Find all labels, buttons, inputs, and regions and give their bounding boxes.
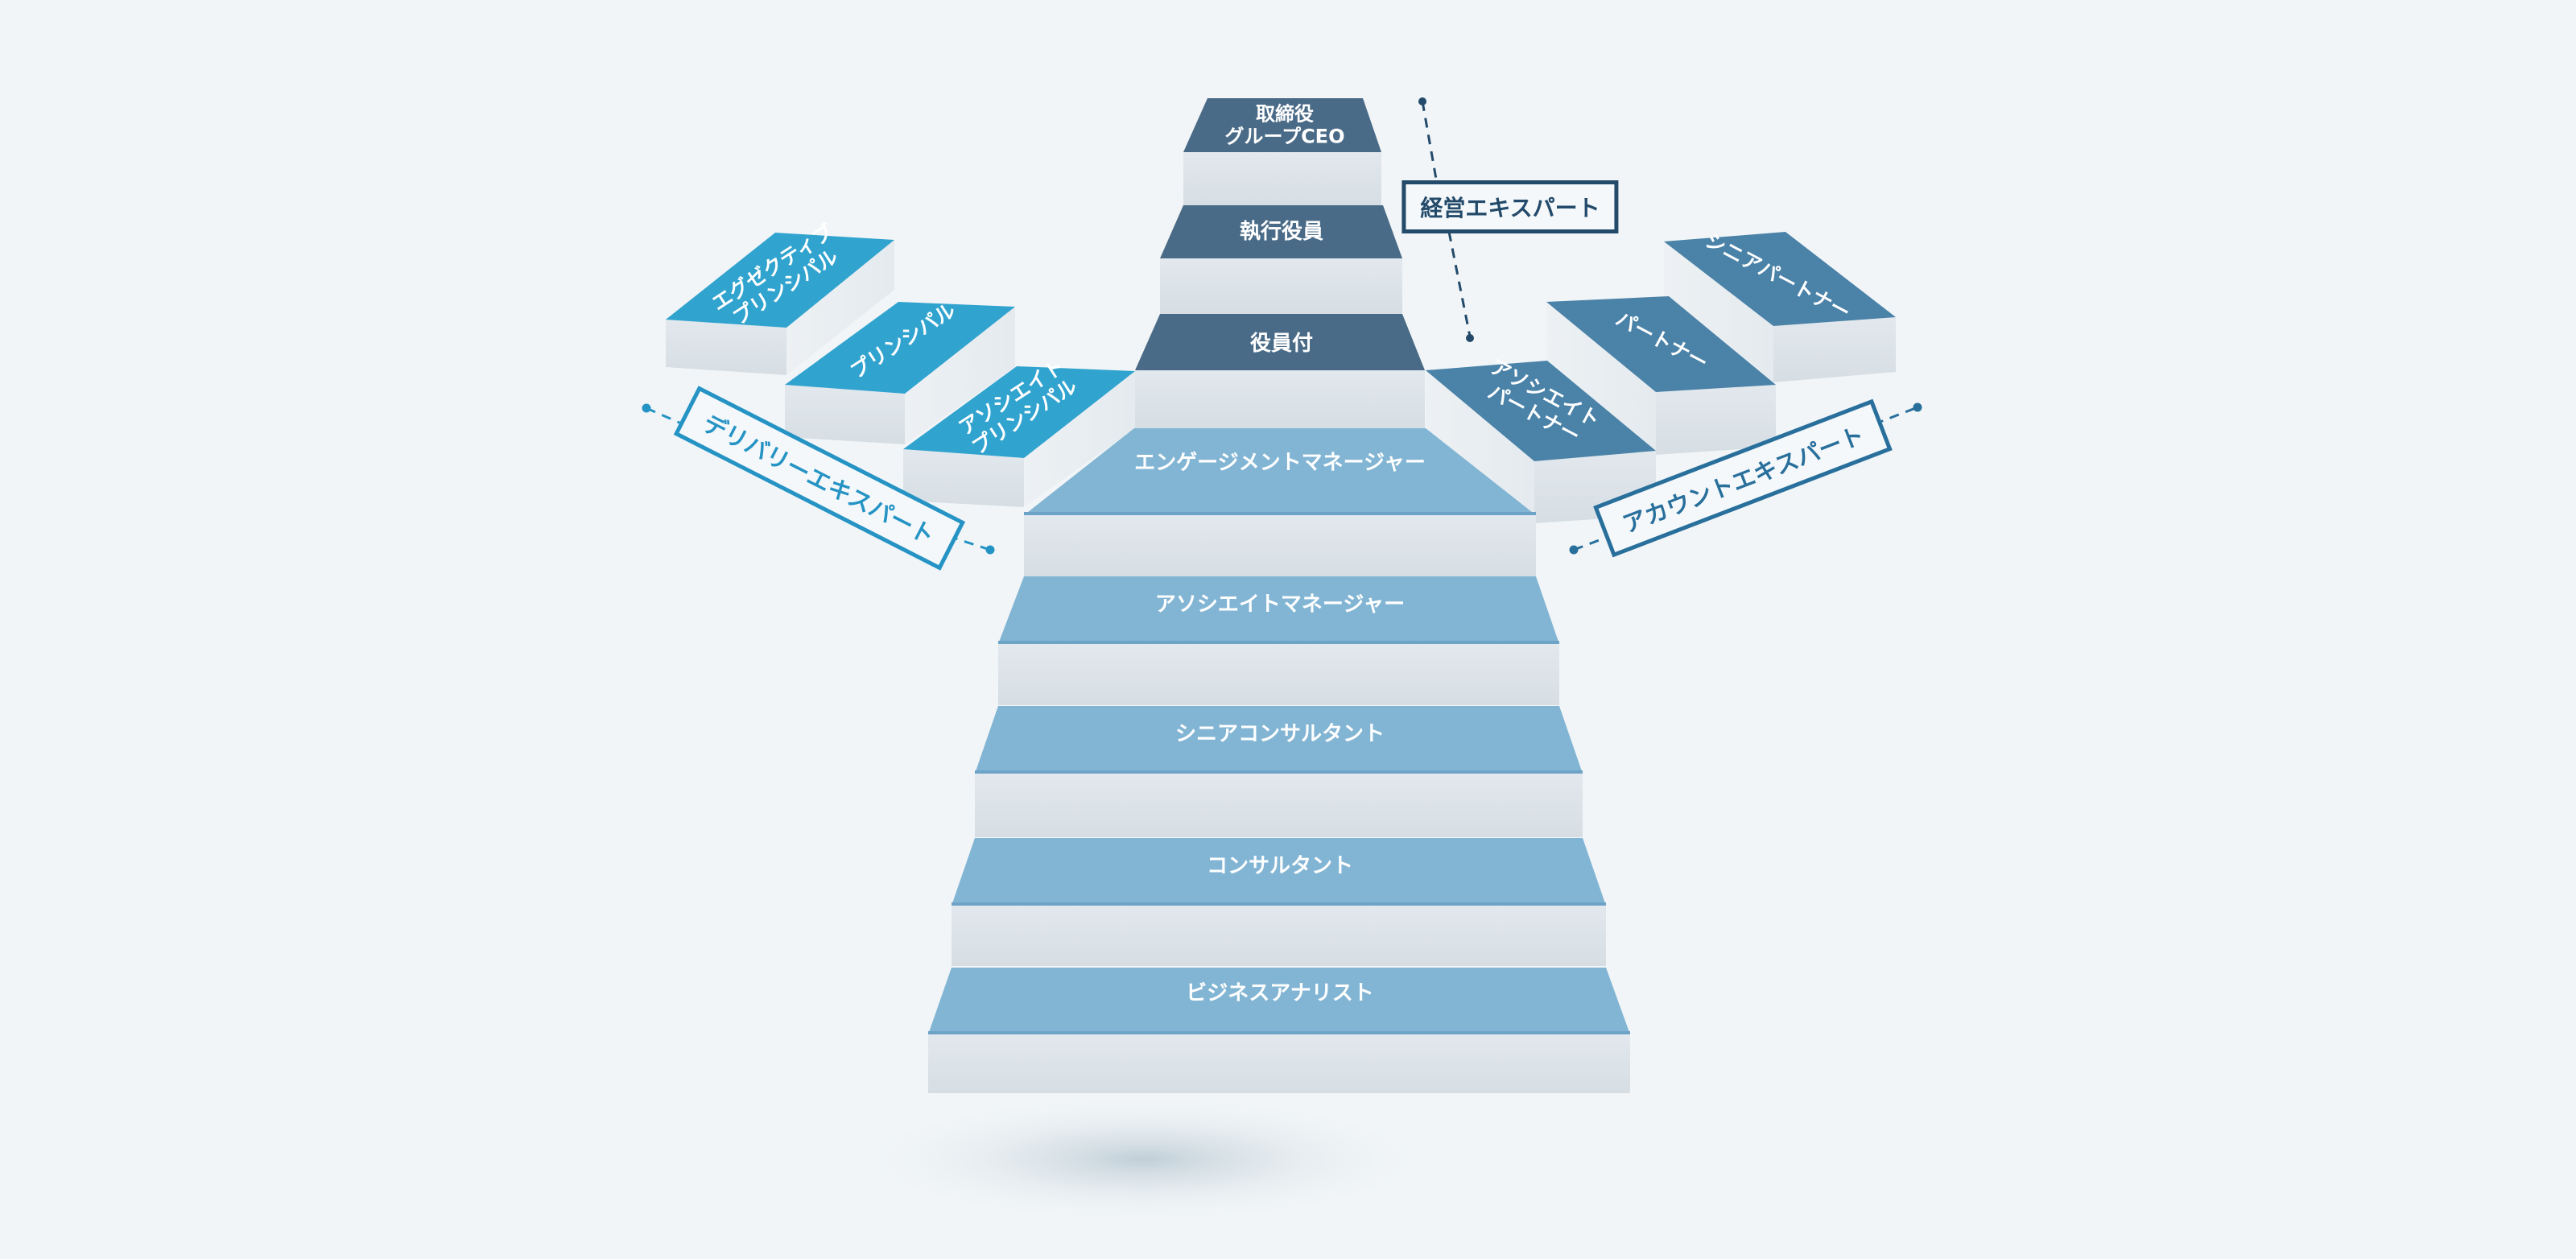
account-branch-steps (1426, 232, 1896, 523)
step-label-engagement-manager: エンゲージメントマネージャー (1134, 451, 1426, 476)
delivery-connector-dot-right (985, 545, 995, 555)
delivery-connector-dot-left (642, 403, 651, 413)
step-label-group-ceo: 取締役 グループCEO (1224, 102, 1345, 147)
step-label-officer-attached: 役員付 (1249, 332, 1314, 357)
step-label-business-analyst: ビジネスアナリスト (1186, 981, 1374, 1006)
management-connector-dot-bottom (1466, 334, 1474, 342)
floor-shadow (853, 1095, 1433, 1224)
step-label-senior-consultant: シニアコンサルタント (1174, 722, 1385, 747)
category-management-expert: 経営エキスパート (1402, 180, 1619, 233)
delivery-branch-steps (666, 233, 1135, 507)
management-connector-dot-top (1418, 97, 1426, 105)
account-connector-dot-left (1569, 545, 1579, 555)
main-ladder-steps (928, 98, 1630, 1093)
account-connector-dot-right (1913, 402, 1922, 412)
step-label-executive-officer: 執行役員 (1239, 220, 1324, 245)
step-label-associate-manager: アソシエイトマネージャー (1154, 592, 1406, 617)
step-label-consultant: コンサルタント (1206, 854, 1354, 879)
management-connector (1421, 101, 1472, 337)
